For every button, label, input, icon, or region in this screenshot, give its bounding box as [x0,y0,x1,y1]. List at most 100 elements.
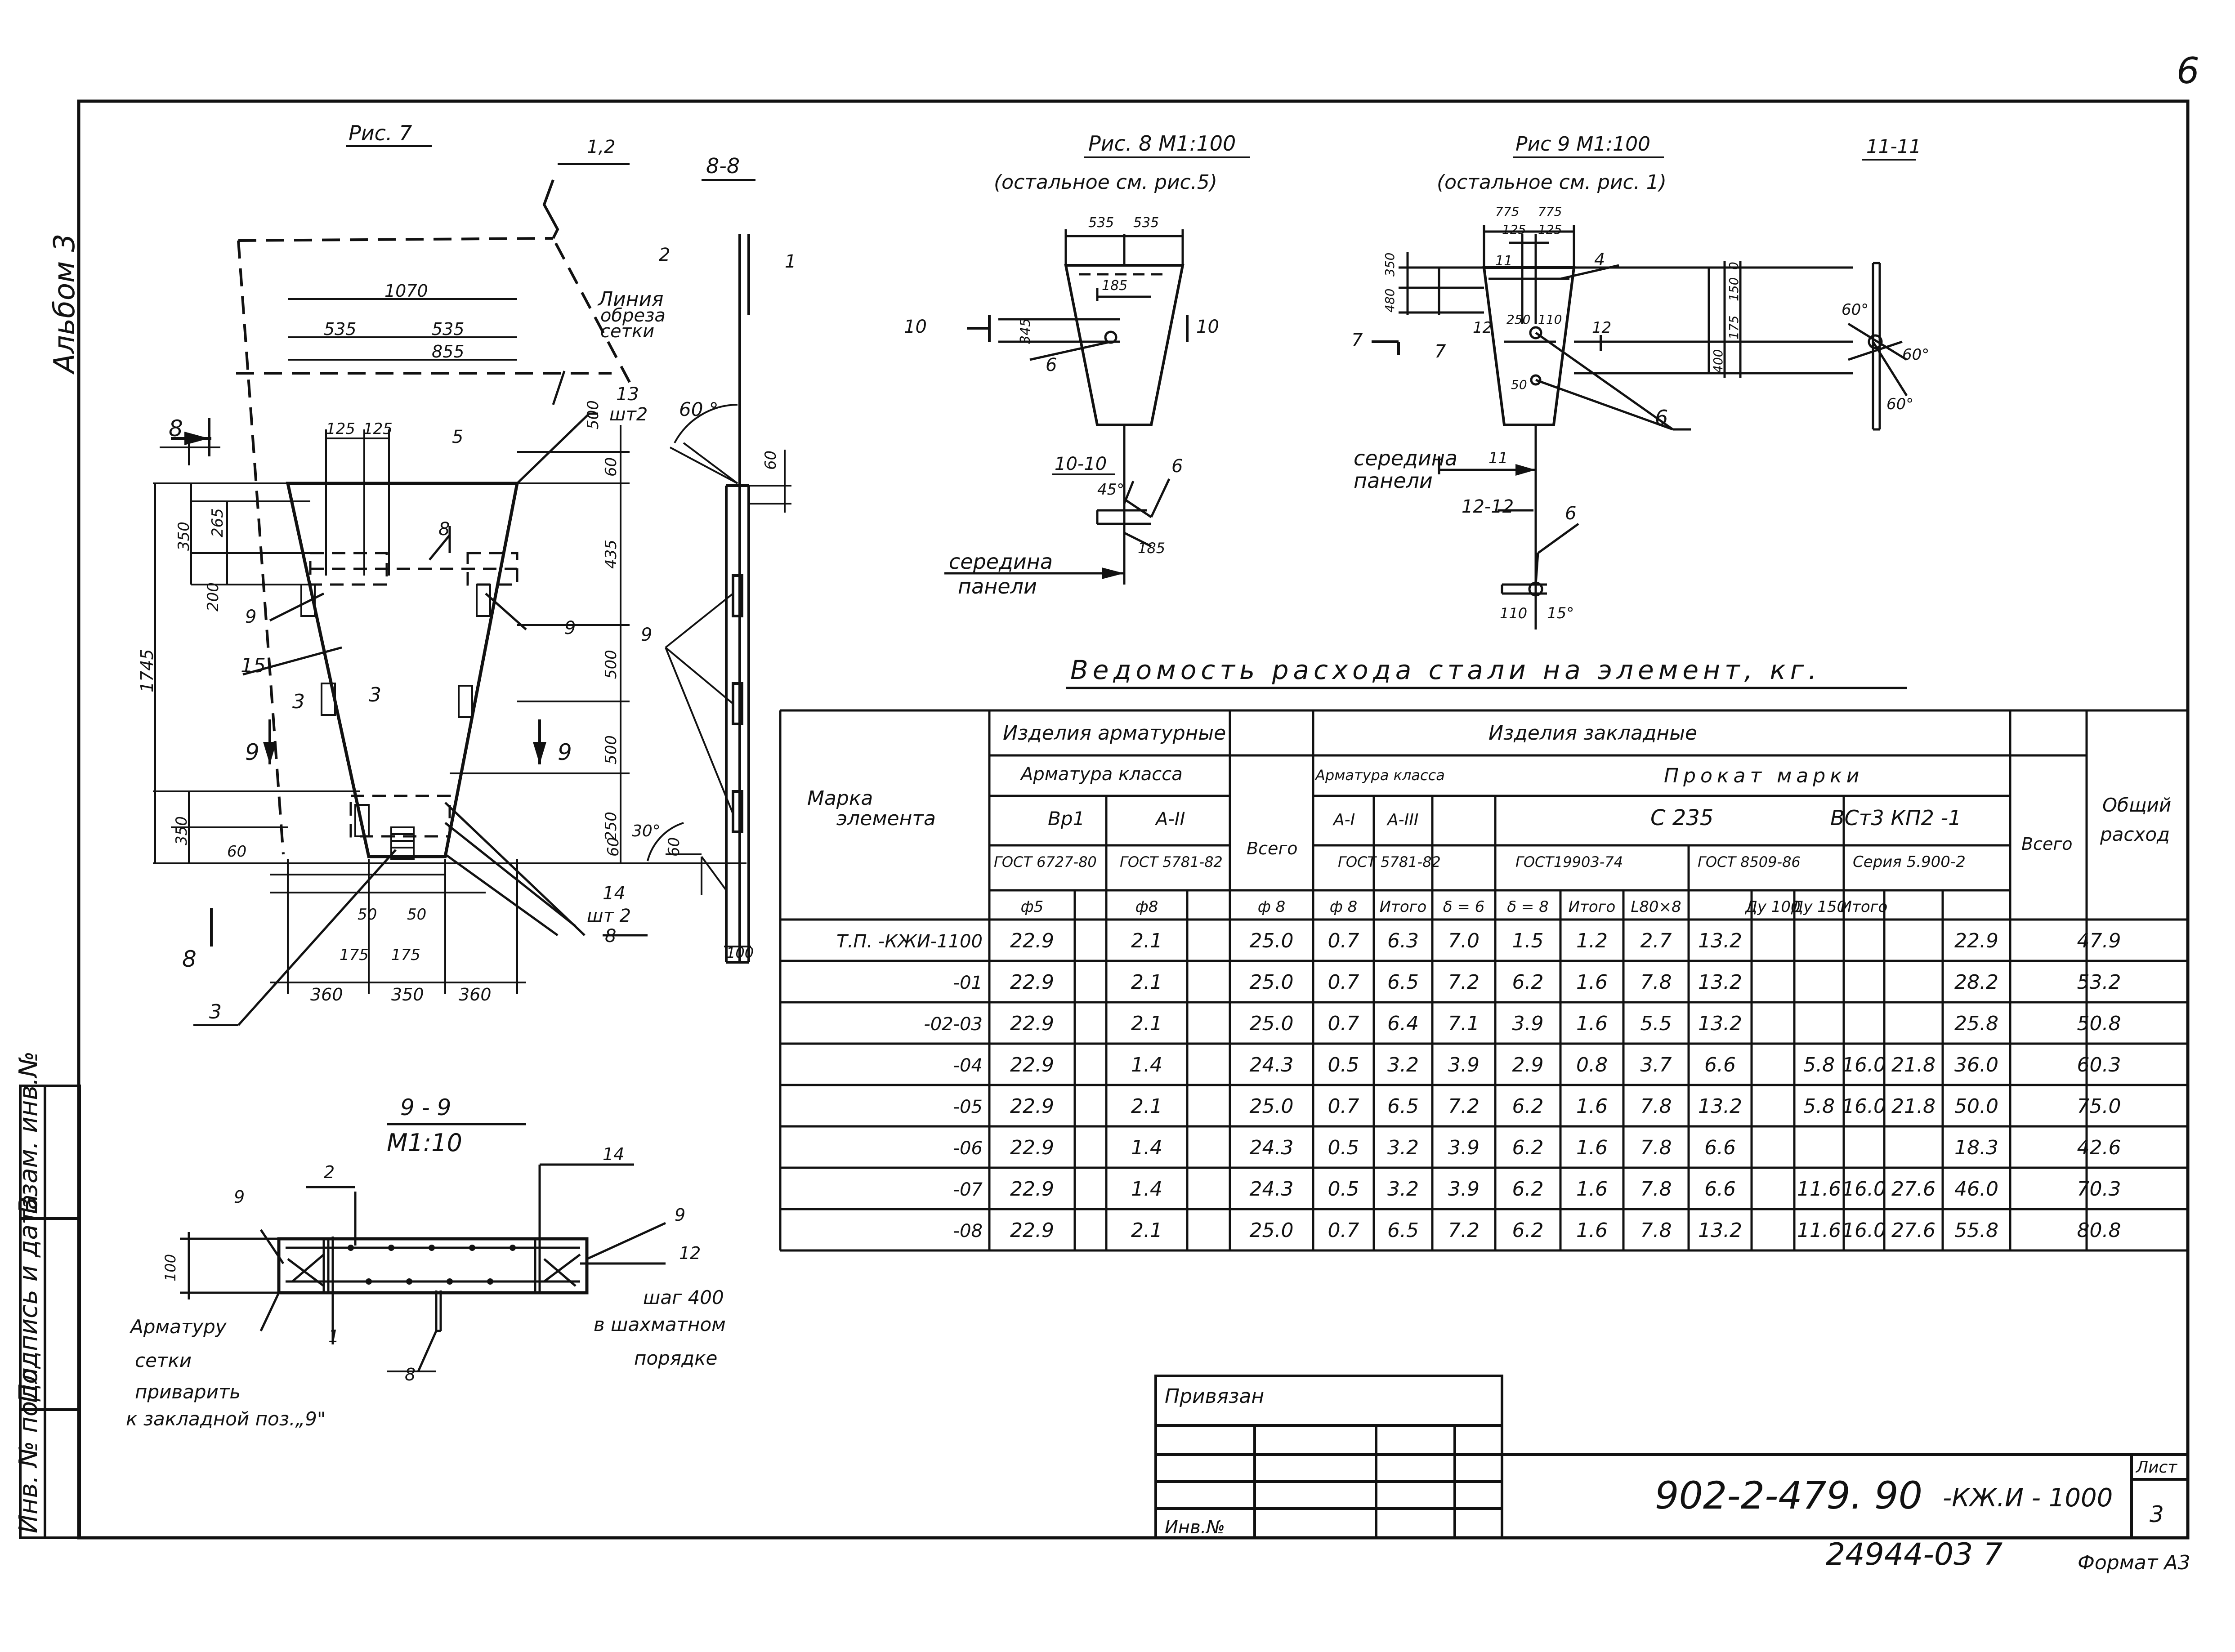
table-cell: 0.5 [1328,1054,1359,1076]
fig7-callout-3: 1 [785,251,796,272]
table-title: Ведомость расхода стали на элемент, кг. [1070,655,1821,685]
table-cell: 6.6 [1704,1136,1736,1159]
table-cell: 13.2 [1698,1219,1742,1242]
fig7-callout-9a: 9 [245,607,256,627]
fig99-note-left-2: сетки [135,1349,192,1371]
table-cell: 6.2 [1512,1178,1544,1201]
side-stamp-2: Подпись и дата [14,1194,43,1403]
hdr-total-a: Всего [1247,839,1298,858]
table-cell: 24.3 [1250,1178,1294,1201]
fig9-dim-150: 150 [1726,277,1741,301]
table-cell: 3.2 [1387,1178,1419,1201]
subheader-cell: Ду 150 [1791,898,1846,916]
table-cell: 7.8 [1640,1136,1672,1159]
hdr-vst3: ВСт3 КП2 -1 [1830,806,1961,830]
row-mark: -07 [953,1179,983,1200]
table-cell: 3.9 [1448,1054,1480,1076]
fig9-note: (остальное см. рис. 1) [1437,171,1667,194]
fig7-dim-60e: 60 [762,451,780,470]
fig7-cut-9b: 9 [558,739,572,765]
table-cell: 7.8 [1640,971,1672,994]
row-mark: -02-03 [924,1014,983,1035]
table-cell: 3.2 [1387,1054,1419,1076]
hdr-rolled: Прокат марки [1664,764,1864,787]
fig7-callout-13: 13 [616,384,639,405]
subheader-cell: Ду 100 [1744,898,1800,916]
table-cell: 50.8 [2077,1012,2121,1035]
fig7-callout-9c: 9 [641,625,652,645]
hdr-emb-class: Арматура класса [1314,767,1445,784]
fig7-cut-line-1: Линия [597,288,664,311]
fig99-callout-12: 12 [679,1243,701,1263]
hdr-grand-2: расход [2100,823,2170,845]
table-cell: 0.7 [1328,1219,1359,1242]
steel-table-grid [779,709,2188,1252]
fig7-cut-line-3: сетки [600,321,654,342]
fig9-mid-label-2: панели [1354,469,1433,493]
fig7-dim-855: 855 [432,342,465,362]
album-label: Альбом 3 [48,234,81,375]
table-cell: 6.6 [1704,1054,1736,1076]
fig8-callout-6: 6 [1046,355,1057,375]
table-cell: 5.8 [1803,1054,1835,1076]
table-cell: 1.4 [1131,1136,1162,1159]
table-cell: 13.2 [1698,1095,1742,1118]
row-mark: Т.П. -КЖИ-1100 [836,931,983,952]
table-cell: 6.2 [1512,971,1544,994]
fig7-dim-360b: 360 [459,985,492,1005]
subheader-cell: ф5 [1021,898,1044,916]
table-cell: 13.2 [1698,1012,1742,1035]
page-number: 6 [2177,50,2199,92]
fig7-dim-535a: 535 [324,319,357,339]
hdr-a2: А-II [1154,809,1185,830]
table-cell: 50.0 [1954,1095,1998,1118]
fig7-cut-3b: 3 [369,683,381,706]
steel-table-header: Марка элемента Изделия арматурные Армату… [807,722,2171,871]
fig7-dim-50a: 50 [358,906,377,924]
hdr-mark-2: элемента [836,807,936,830]
table-cell: 3.9 [1448,1178,1480,1201]
hdr-c235: С 235 [1650,805,1713,830]
bound-label: Привязан [1165,1385,1264,1408]
table-cell: 0.7 [1328,1012,1359,1035]
fig7-cut-9a: 9 [245,739,259,765]
fig9-callout-6b: 6 [1565,503,1576,524]
row-mark: -08 [953,1221,983,1241]
hdr-gost-19903: ГОСТ19903-74 [1515,853,1623,871]
row-mark: -06 [953,1138,983,1159]
fig9-dim-175: 175 [1726,316,1741,339]
fig99-title: 9 - 9 [400,1094,451,1121]
fig7-callout-8b: 8 [605,926,616,947]
table-cell: 28.2 [1954,971,1998,994]
hdr-gost-5781b: ГОСТ 5781-82 [1338,853,1441,871]
fig7-dim-60b: 60 [227,843,246,861]
side-stamp-1: Инв. № подл [14,1367,43,1533]
fig9-drawing [1372,225,1908,630]
sheet-label: Лист [2135,1458,2177,1477]
fig7-dim-535b: 535 [432,319,465,339]
fig7-dim-500a: 500 [584,400,602,429]
table-cell: 3.9 [1512,1012,1544,1035]
fig9-cut-7a: 7 [1351,330,1363,351]
fig99-scale: М1:10 [387,1129,462,1157]
row-mark: -05 [953,1097,983,1117]
table-cell: 3.9 [1448,1136,1480,1159]
fig7-callout-3: 3 [209,1000,222,1023]
fig7-cut-line-2: обреза [600,305,666,326]
fig9-dim-50: 50 [1511,377,1527,392]
subheader-cell: Итого [1841,898,1888,916]
table-cell: 25.8 [1954,1012,1998,1035]
table-cell: 22.9 [1010,971,1054,994]
fig99-dim-100: 100 [162,1254,179,1281]
table-cell: 7.2 [1448,1095,1480,1118]
table-cell: 6.5 [1387,971,1419,994]
fig9-dim-400: 400 [1711,349,1725,373]
subheader-cell: Итого [1380,898,1427,916]
fig8-mid-label-2: панели [958,574,1037,598]
table-cell: 6.4 [1387,1012,1419,1035]
table-cell: 1.6 [1576,971,1608,994]
fig7-dim-265: 265 [209,508,227,537]
fig8-dim-535a: 535 [1088,215,1114,231]
table-cell: 42.6 [2077,1136,2121,1159]
